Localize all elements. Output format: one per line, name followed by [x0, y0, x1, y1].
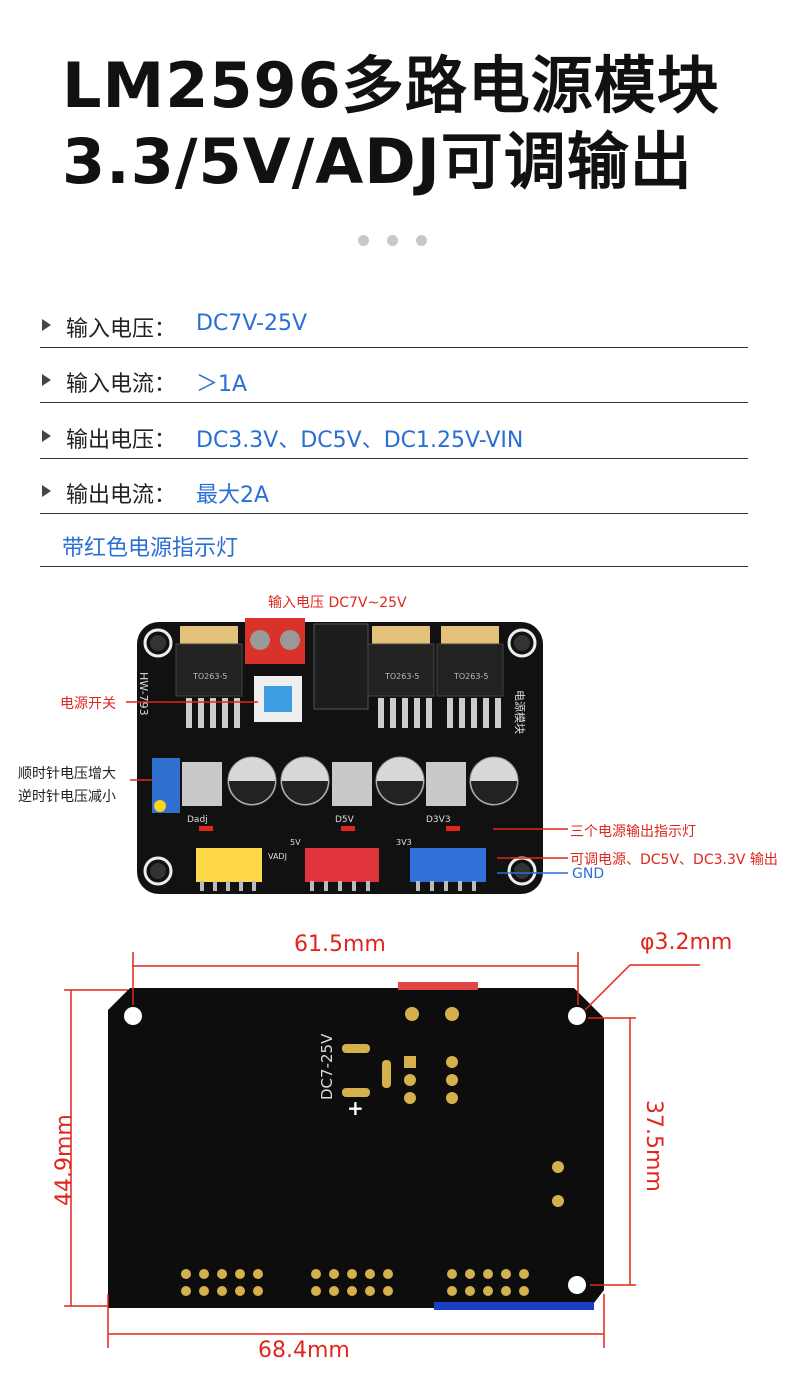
carousel-dot-2[interactable]	[387, 235, 398, 246]
title-line-2: 3.3/5V/ADJ可调输出	[62, 125, 693, 198]
callout-pot-line-1: 顺时针电压增大	[18, 766, 116, 782]
callout-indicators: 三个电源输出指示灯	[570, 824, 696, 840]
spec-label: 输出电压：	[66, 428, 177, 453]
spec-label: 输入电压：	[66, 317, 177, 342]
spec-row-input-voltage: 输入电压： DC7V-25V	[40, 293, 748, 348]
carousel-dot-3[interactable]	[416, 235, 427, 246]
spec-value: DC7V-25V	[196, 311, 308, 336]
spec-value: 最大2A	[196, 483, 270, 508]
spec-row-output-voltage: 输出电压： DC3.3V、DC5V、DC1.25V-VIN	[40, 404, 748, 459]
pcb-back	[108, 988, 604, 1308]
spec-row-indicator: 带红色电源指示灯	[40, 512, 748, 567]
silkscreen-d3v3: D3V3	[426, 815, 451, 825]
callout-input-voltage: 输入电压 DC7V~25V	[268, 595, 407, 611]
silkscreen-3v3: 3V3	[396, 838, 412, 847]
inductor	[182, 762, 466, 806]
silkscreen-ic2: TO263-5	[385, 672, 420, 681]
bullet-arrow-icon	[42, 485, 51, 497]
header-3v3	[410, 848, 486, 882]
header-5v	[305, 848, 379, 882]
spec-row-input-current: 输入电流： ＞1A	[40, 348, 748, 403]
title-line-1: LM2596多路电源模块	[62, 49, 720, 122]
spec-value: DC3.3V、DC5V、DC1.25V-VIN	[196, 428, 524, 453]
silkscreen-ic3: TO263-5	[454, 672, 489, 681]
bullet-arrow-icon	[42, 374, 51, 386]
spec-label: 输出电流：	[66, 483, 177, 508]
callout-gnd: GND	[572, 866, 605, 882]
callout-pot-line-2: 逆时针电压减小	[18, 789, 116, 805]
header-pads-back	[181, 1269, 529, 1296]
spec-value: 带红色电源指示灯	[62, 536, 239, 561]
carousel-dots[interactable]	[358, 235, 427, 246]
callout-power-switch: 电源开关	[60, 696, 116, 712]
silkscreen-back-input: DC7-25V	[318, 1033, 336, 1100]
carousel-dot-1[interactable]	[358, 235, 369, 246]
silkscreen-vadj: VADJ	[268, 852, 287, 861]
indicator-led	[199, 826, 460, 831]
silkscreen-back-plus: +	[347, 1096, 364, 1120]
mount-hole-front	[143, 628, 537, 886]
dc-jack	[313, 623, 369, 710]
dimension-lines	[64, 952, 700, 1348]
callout-outputs: 可调电源、DC5V、DC3.3V 输出	[570, 852, 778, 868]
mount-hole-back	[124, 1007, 586, 1294]
dimension-hole-diameter: φ3.2mm	[640, 930, 733, 955]
silkscreen-5v: 5V	[290, 838, 301, 847]
silkscreen-dadj: Dadj	[187, 815, 208, 825]
bullet-arrow-icon	[42, 430, 51, 442]
regulator-ic	[175, 626, 504, 697]
spec-label: 输入电流：	[66, 372, 177, 397]
page-title: LM2596多路电源模块 3.3/5V/ADJ可调输出	[62, 48, 720, 200]
header-adj	[196, 848, 262, 882]
silkscreen-ic1: TO263-5	[193, 672, 228, 681]
dimension-hole-spacing-x: 61.5mm	[294, 932, 386, 957]
silkscreen-d5v: D5V	[335, 815, 354, 825]
dimension-board-height: 44.9mm	[52, 1114, 77, 1206]
spec-row-output-current: 输出电流： 最大2A	[40, 459, 748, 514]
dimension-hole-spacing-y: 37.5mm	[641, 1100, 666, 1192]
bullet-arrow-icon	[42, 319, 51, 331]
spec-value: ＞1A	[196, 372, 248, 397]
dimension-board-width: 68.4mm	[258, 1338, 350, 1363]
